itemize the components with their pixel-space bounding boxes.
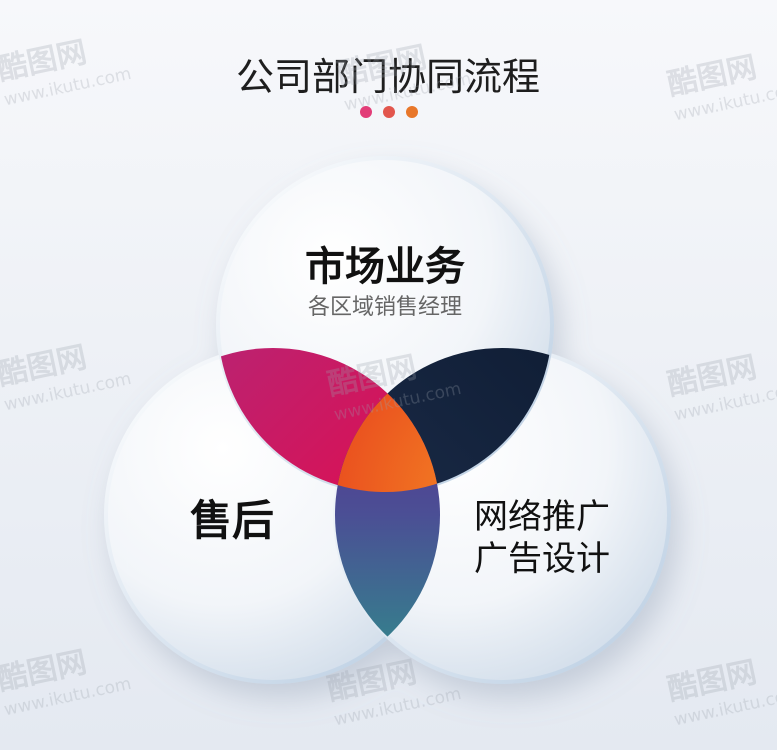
left-circle-title: 售后	[190, 496, 274, 545]
overlap-top-right	[335, 348, 552, 492]
overlap-top-left	[218, 348, 440, 492]
title-dot-1	[360, 106, 372, 118]
page-title: 公司部门协同流程	[236, 55, 540, 99]
right-circle-line2: 广告设计	[474, 539, 610, 579]
top-circle-title: 市场业务	[305, 244, 465, 290]
top-circle-subtitle: 各区域销售经理	[308, 295, 462, 320]
title-dot-3	[406, 106, 418, 118]
right-circle-line1: 网络推广	[474, 497, 610, 537]
title-dots	[360, 106, 418, 118]
title-dot-2	[383, 106, 395, 118]
